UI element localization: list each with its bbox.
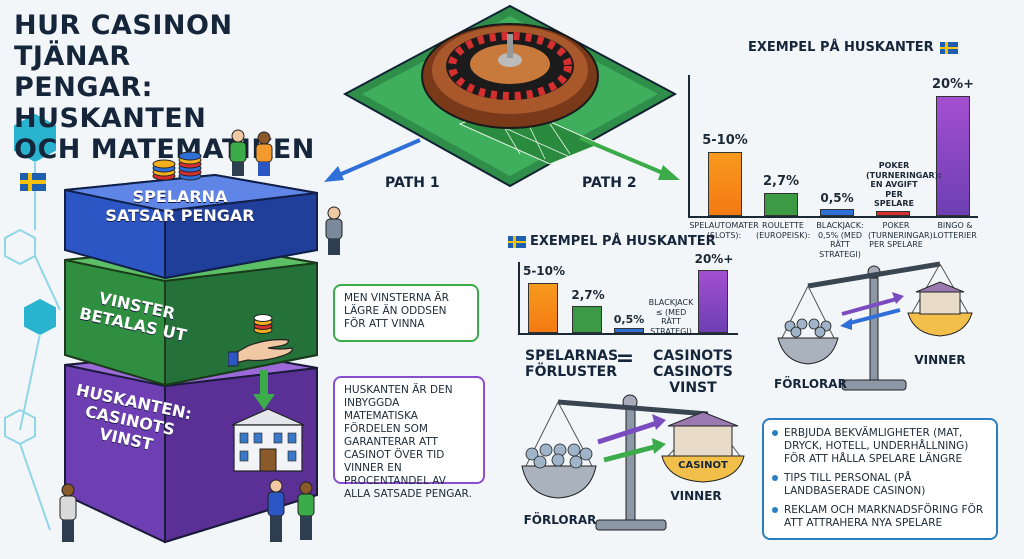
small-value-roulette: 2,7% bbox=[571, 288, 605, 302]
small-chart-axis bbox=[518, 262, 520, 334]
odds-callout: MEN VINSTERNA ÄR LÄGRE ÄN ODDSEN FÖR ATT… bbox=[333, 284, 479, 342]
main-value-roulette: 2,7% bbox=[762, 174, 800, 189]
scale-small-win-label: VINNER bbox=[914, 353, 966, 367]
swedish-flag-icon bbox=[20, 172, 46, 191]
main-bar-slots bbox=[708, 152, 742, 216]
main-bar-roulette bbox=[764, 193, 798, 216]
main-label-slots: SPELAUTOMATER (SLOTS): bbox=[689, 221, 759, 240]
main-chart-baseline bbox=[688, 216, 978, 218]
small-value-blackjack: 0,5% bbox=[613, 313, 645, 326]
main-chart-axis bbox=[688, 75, 690, 217]
balance-scale-icon bbox=[521, 394, 745, 531]
scale-small-lose-label: FÖRLORAR bbox=[774, 377, 847, 391]
scale-big-win-label: VINNER bbox=[670, 489, 722, 503]
small-bar-roulette bbox=[572, 306, 602, 333]
main-label-roulette: ROULETTE (EUROPEISK): bbox=[756, 221, 811, 240]
house-edge-callout: HUSKANTEN ÄR DEN INBYGGDA MATEMATISKA FÖ… bbox=[333, 376, 485, 500]
scale-big-sign: CASINOT bbox=[678, 460, 728, 471]
small-bar-slots bbox=[528, 283, 558, 333]
main-label-blackjack: BLACKJACK: 0,5% (MED RÄTT STRATEGI) bbox=[816, 221, 864, 259]
main-value-slots: 5-10% bbox=[702, 133, 748, 148]
person-icon bbox=[325, 206, 343, 255]
main-value-blackjack: 0,5% bbox=[820, 191, 854, 205]
hand-icon bbox=[228, 314, 293, 367]
equation-right: CASINOTS CASINOTS VINST bbox=[653, 348, 733, 396]
hexagon-network-icon bbox=[4, 113, 61, 531]
bullet-item: TIPS TILL PERSONAL (PÅ LANDBASERADE CASI… bbox=[772, 472, 988, 498]
path-arrows bbox=[324, 136, 680, 182]
person-icon bbox=[267, 479, 315, 542]
main-bar-poker bbox=[876, 211, 910, 216]
small-bar-blackjack bbox=[614, 328, 644, 333]
bullet-item: ERBJUDA BEKVÄMLIGHETER (MAT, DRYCK, HOTE… bbox=[772, 427, 988, 466]
chip-stack-icon bbox=[152, 151, 202, 181]
small-chart-baseline bbox=[518, 333, 738, 335]
equation-left: SPELARNAS FÖRLUSTER bbox=[525, 348, 619, 380]
title-line-2: PENGAR: HUSKANTEN bbox=[14, 72, 207, 134]
down-arrow-icon bbox=[253, 370, 275, 410]
small-note-blackjack: BLACKJACK ≤ (MED RÄTT STRATEGI) bbox=[648, 298, 694, 336]
casino-building-icon bbox=[231, 408, 305, 472]
main-chart-title: EXEMPEL PÅ HUSKANTER bbox=[748, 40, 958, 55]
main-bar-bingo bbox=[936, 96, 970, 216]
main-value-bingo: 20%+ bbox=[931, 77, 974, 92]
small-chart-title: EXEMPEL PÅ HUSKANTER bbox=[508, 234, 716, 249]
swedish-flag-icon bbox=[508, 235, 526, 248]
person-icon bbox=[229, 129, 273, 176]
bullet-item: REKLAM OCH MARKNADSFÖRING FÖR ATT ATTRAH… bbox=[772, 504, 988, 530]
main-label-bingo: BINGO & LOTTERIER bbox=[933, 221, 977, 240]
equation-equals: = bbox=[615, 346, 635, 371]
title-line-1: HUR CASINON TJÄNAR bbox=[14, 10, 233, 72]
small-bar-bingo bbox=[698, 270, 728, 333]
main-value-poker: POKER (TURNERINGAR): EN AVGIFT PER SPELA… bbox=[866, 161, 942, 208]
balance-scale-icon bbox=[777, 261, 973, 391]
scale-big-lose-label: FÖRLORAR bbox=[523, 513, 597, 527]
bullets-box: ERBJUDA BEKVÄMLIGHETER (MAT, DRYCK, HOTE… bbox=[762, 418, 998, 540]
path-1-label: PATH 1 bbox=[385, 175, 440, 191]
path-2-label: PATH 2 bbox=[582, 175, 637, 191]
small-value-bingo: 20%+ bbox=[694, 252, 734, 266]
person-icon bbox=[59, 483, 77, 542]
main-label-poker: POKER (TURNERINGAR): PER SPELARE bbox=[868, 221, 936, 249]
swedish-flag-icon bbox=[939, 41, 958, 54]
main-bar-blackjack bbox=[820, 209, 854, 216]
roulette-wheel-icon bbox=[342, 4, 678, 188]
small-value-slots: 5-10% bbox=[522, 264, 566, 278]
